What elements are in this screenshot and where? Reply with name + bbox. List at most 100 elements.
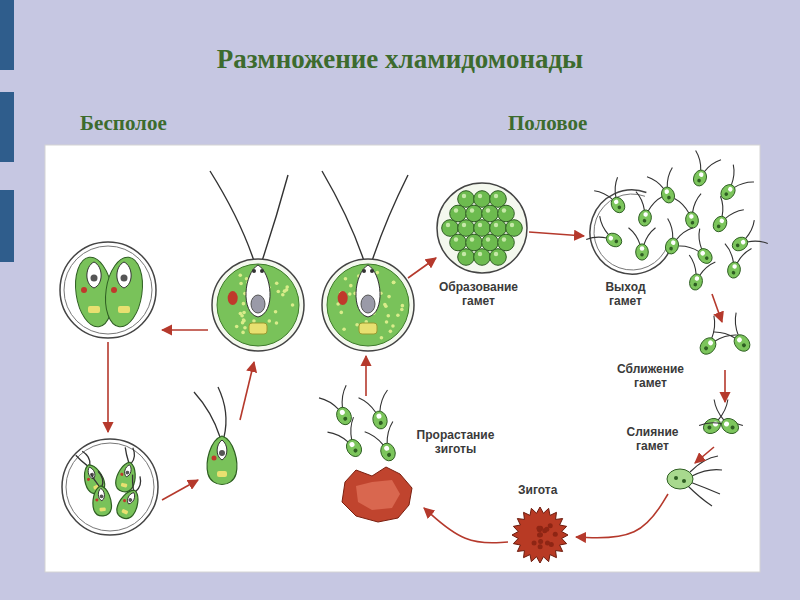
flagellum [737,246,751,265]
starch-grain [238,273,242,277]
mother-wall [62,439,158,535]
nucleus [91,275,98,282]
gamete [713,313,759,360]
gamete [674,194,706,231]
gamete-highlight [470,208,474,212]
starch-grain [389,330,393,334]
flagellum [700,259,716,279]
vacuole [719,218,725,224]
flagellum [726,313,748,336]
stage-label: Выход гамет [593,280,658,308]
starch-grain [235,325,239,329]
flagellum [127,475,140,491]
nucleus [674,476,678,480]
eyespot [111,287,117,293]
gamete-body [691,168,708,188]
forming-gamete [474,249,491,266]
slide-title: Размножение хламидомонады [0,44,800,75]
flagellum [372,175,408,261]
starch-grain [384,304,388,308]
nucleus [669,246,674,251]
gamete-highlight [486,237,490,241]
gamete-highlight [454,237,458,241]
flagellum [739,220,760,239]
vacuole [732,264,737,269]
flagellum [690,151,707,171]
vacuole [740,239,746,245]
flow-arrow [365,356,367,396]
flagellum [381,421,400,443]
vacuole [117,262,131,288]
nucleus [724,192,729,197]
flagellum [594,185,613,206]
nucleus [378,420,383,425]
nucleus [716,224,721,229]
gamete-highlight [478,223,482,227]
gamete [328,417,372,463]
flagellum [586,229,607,248]
flagellum [607,177,626,198]
nucleus [640,253,644,257]
gamete-body [684,211,699,229]
nucleus [731,271,735,275]
gamete [594,177,634,219]
pyrenoid [121,509,128,515]
starch-grain [275,321,279,325]
flagellum [679,239,699,260]
gamete [691,316,737,363]
nucleus [697,178,702,183]
side-bar [0,92,14,162]
vacuole [126,491,137,505]
gamete-highlight [470,237,474,241]
contractile-vacuole [252,269,256,273]
cell-body [207,436,237,485]
gamete-highlight [502,208,506,212]
daughter-cell [114,473,150,522]
vacuole [670,240,676,246]
vacuole [376,413,382,419]
flow-arrow [408,258,436,278]
gamete-body [663,236,680,256]
starch-grain [387,295,391,299]
gamete [679,229,721,271]
nucleus [99,494,103,498]
flagellum [715,327,737,350]
flow-arrow [162,480,198,500]
starch-grain [386,314,390,318]
gamete-highlight [446,223,450,227]
gamete-body [688,273,704,292]
gamete-highlight [486,208,490,212]
zygote-shell-inner [356,480,400,510]
gamete-highlight [510,223,514,227]
starch-grain [401,304,405,308]
flagellum [633,192,647,211]
vacuole [689,214,694,219]
gamete-highlight [454,208,458,212]
nucleus [219,450,225,456]
flagellum [133,476,143,492]
zygote-texture [538,544,543,549]
forming-gamete [482,234,499,251]
vacuole [640,246,645,251]
vacuole [349,441,356,448]
gamete-body [731,332,753,355]
starch-grain [396,313,400,317]
empty-cell-wall [590,190,671,274]
flagellum [690,194,704,213]
gamete-highlight [462,223,466,227]
vacuole [217,440,227,460]
starch-grain [400,308,404,312]
flow-arrow [576,494,668,538]
flagellum [365,427,384,449]
gamete-body [726,261,741,279]
flagellum [713,324,735,347]
section-heading: Половое [508,111,587,136]
zygote-texture [544,527,549,532]
pyrenoid [217,471,227,477]
eyespot [122,499,126,503]
forming-gamete [490,220,507,237]
pyrenoid [88,306,100,313]
flagellum [98,471,103,487]
flagellum [722,244,736,263]
starch-grain [281,293,285,297]
